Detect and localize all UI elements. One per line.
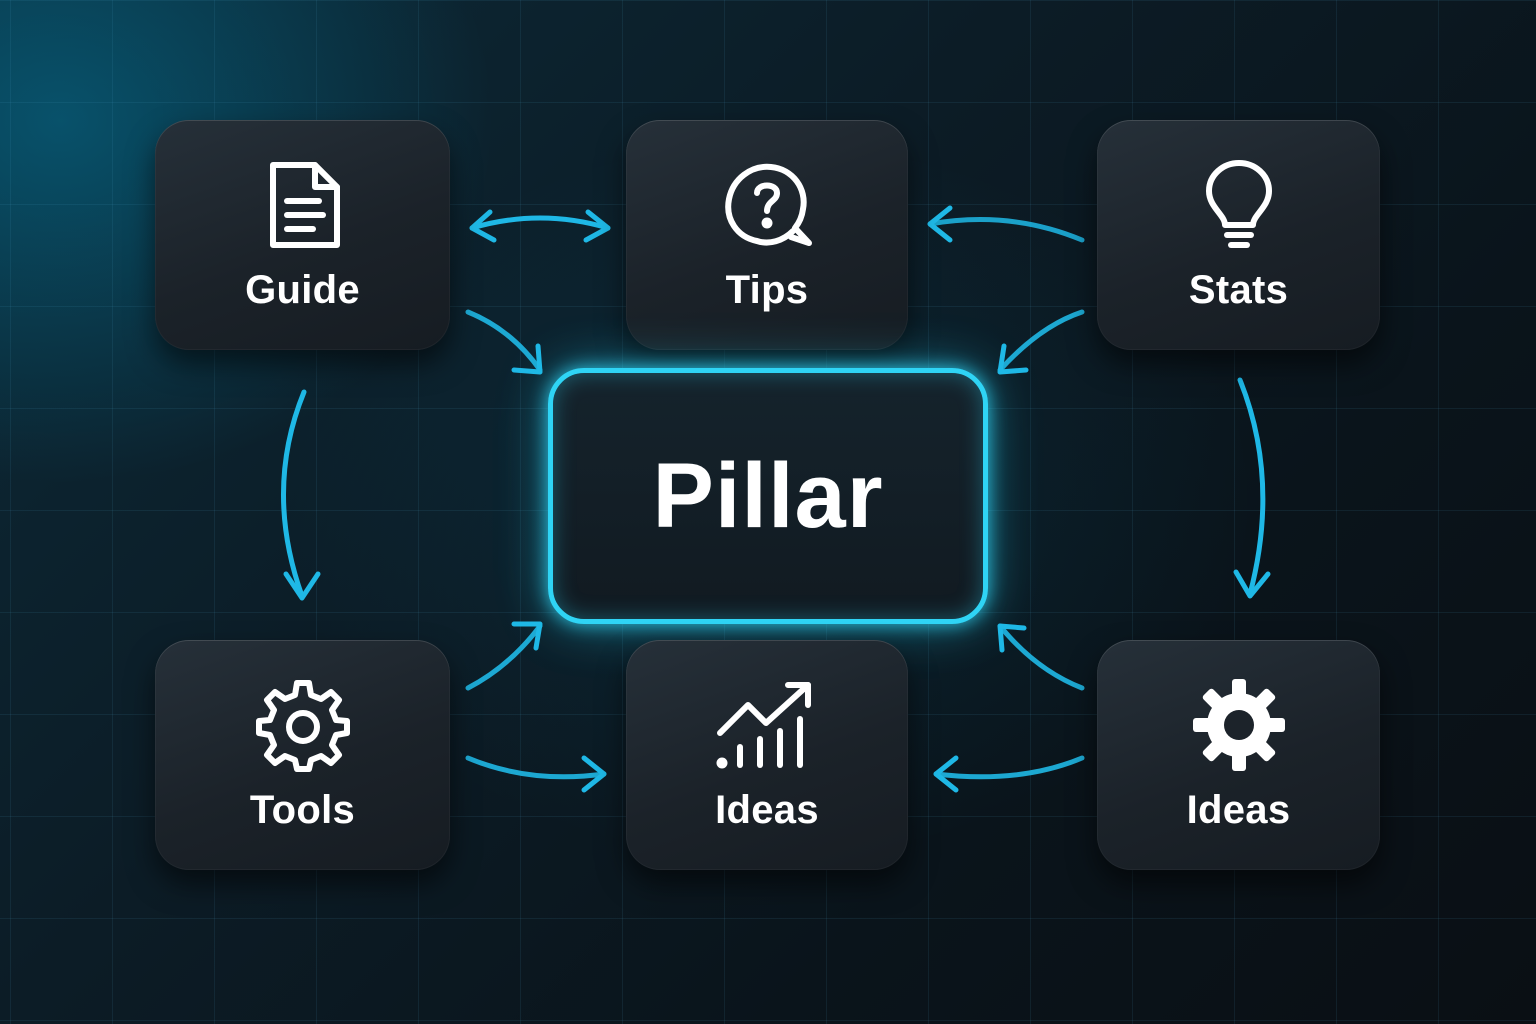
document-icon (248, 150, 358, 260)
node-guide[interactable]: Guide (155, 120, 450, 350)
node-ideas-trend[interactable]: Ideas (626, 640, 908, 870)
arrow-tools-pillar (465, 621, 543, 691)
node-label: Tips (725, 268, 809, 312)
gear-solid-icon (1184, 670, 1294, 780)
arrow-guide-tools (281, 389, 321, 601)
pillar-title: Pillar (652, 444, 884, 547)
arrow-tools-ideas1 (465, 755, 607, 793)
arrow-ideas2-pillar (997, 623, 1085, 691)
question-bubble-icon (712, 150, 822, 260)
arrow-stats-tips (927, 205, 1085, 243)
arrow-stats-ideas2 (1233, 377, 1271, 599)
lightbulb-icon (1184, 150, 1294, 260)
pillar-node[interactable]: Pillar (548, 368, 988, 624)
node-tips[interactable]: Tips (626, 120, 908, 350)
arrow-stats-pillar (997, 309, 1085, 375)
arrow-guide-pillar (465, 309, 543, 375)
gear-outline-icon (248, 670, 358, 780)
node-label: Guide (245, 268, 360, 312)
node-label: Tools (249, 788, 356, 832)
node-ideas-gear[interactable]: Ideas (1097, 640, 1380, 870)
node-tools[interactable]: Tools (155, 640, 450, 870)
arrow-ideas2-ideas1 (933, 755, 1085, 793)
node-stats[interactable]: Stats (1097, 120, 1380, 350)
node-label: Ideas (715, 788, 819, 832)
node-label: Ideas (1186, 788, 1291, 832)
node-label: Stats (1188, 268, 1289, 312)
trend-chart-icon (712, 670, 822, 780)
arrow-guide-tips (469, 209, 611, 243)
